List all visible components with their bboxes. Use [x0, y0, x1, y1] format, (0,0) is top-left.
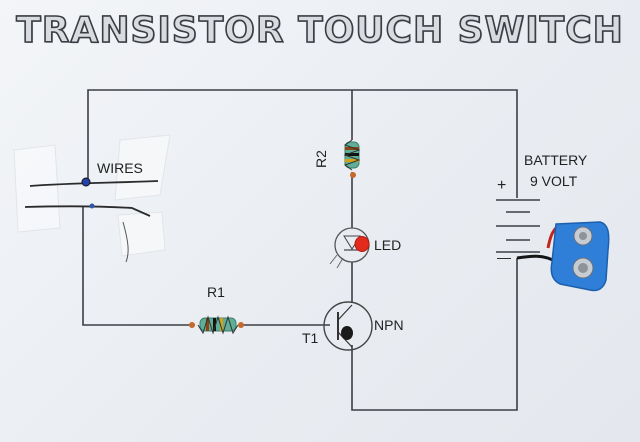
right-wire-bottom: [351, 258, 518, 411]
top-wire: [87, 89, 518, 198]
left-wire: [82, 207, 195, 326]
battery-label: BATTERY: [524, 152, 588, 168]
touch-wires: [24, 177, 159, 263]
r1-resistor: [189, 315, 244, 335]
wires: [82, 89, 518, 411]
led: [329, 227, 370, 269]
t1-label: T1: [302, 330, 319, 346]
r1-label: R1: [207, 284, 225, 300]
battery-clip: [516, 221, 610, 292]
battery-symbol: [496, 199, 540, 253]
r2-resistor: [343, 139, 361, 178]
battery-minus-sign: —: [497, 249, 511, 265]
page-title: TRANSISTOR TOUCH SWITCH: [15, 9, 624, 52]
battery-voltage-label: 9 VOLT: [530, 173, 578, 189]
npn-label: NPN: [374, 317, 404, 333]
wires-label: WIRES: [97, 160, 143, 176]
r2-label: R2: [313, 150, 329, 168]
battery-plus-sign: +: [497, 177, 506, 194]
npn-transistor: [323, 301, 373, 351]
led-label: LED: [374, 237, 401, 253]
tape-pieces: [13, 134, 171, 257]
